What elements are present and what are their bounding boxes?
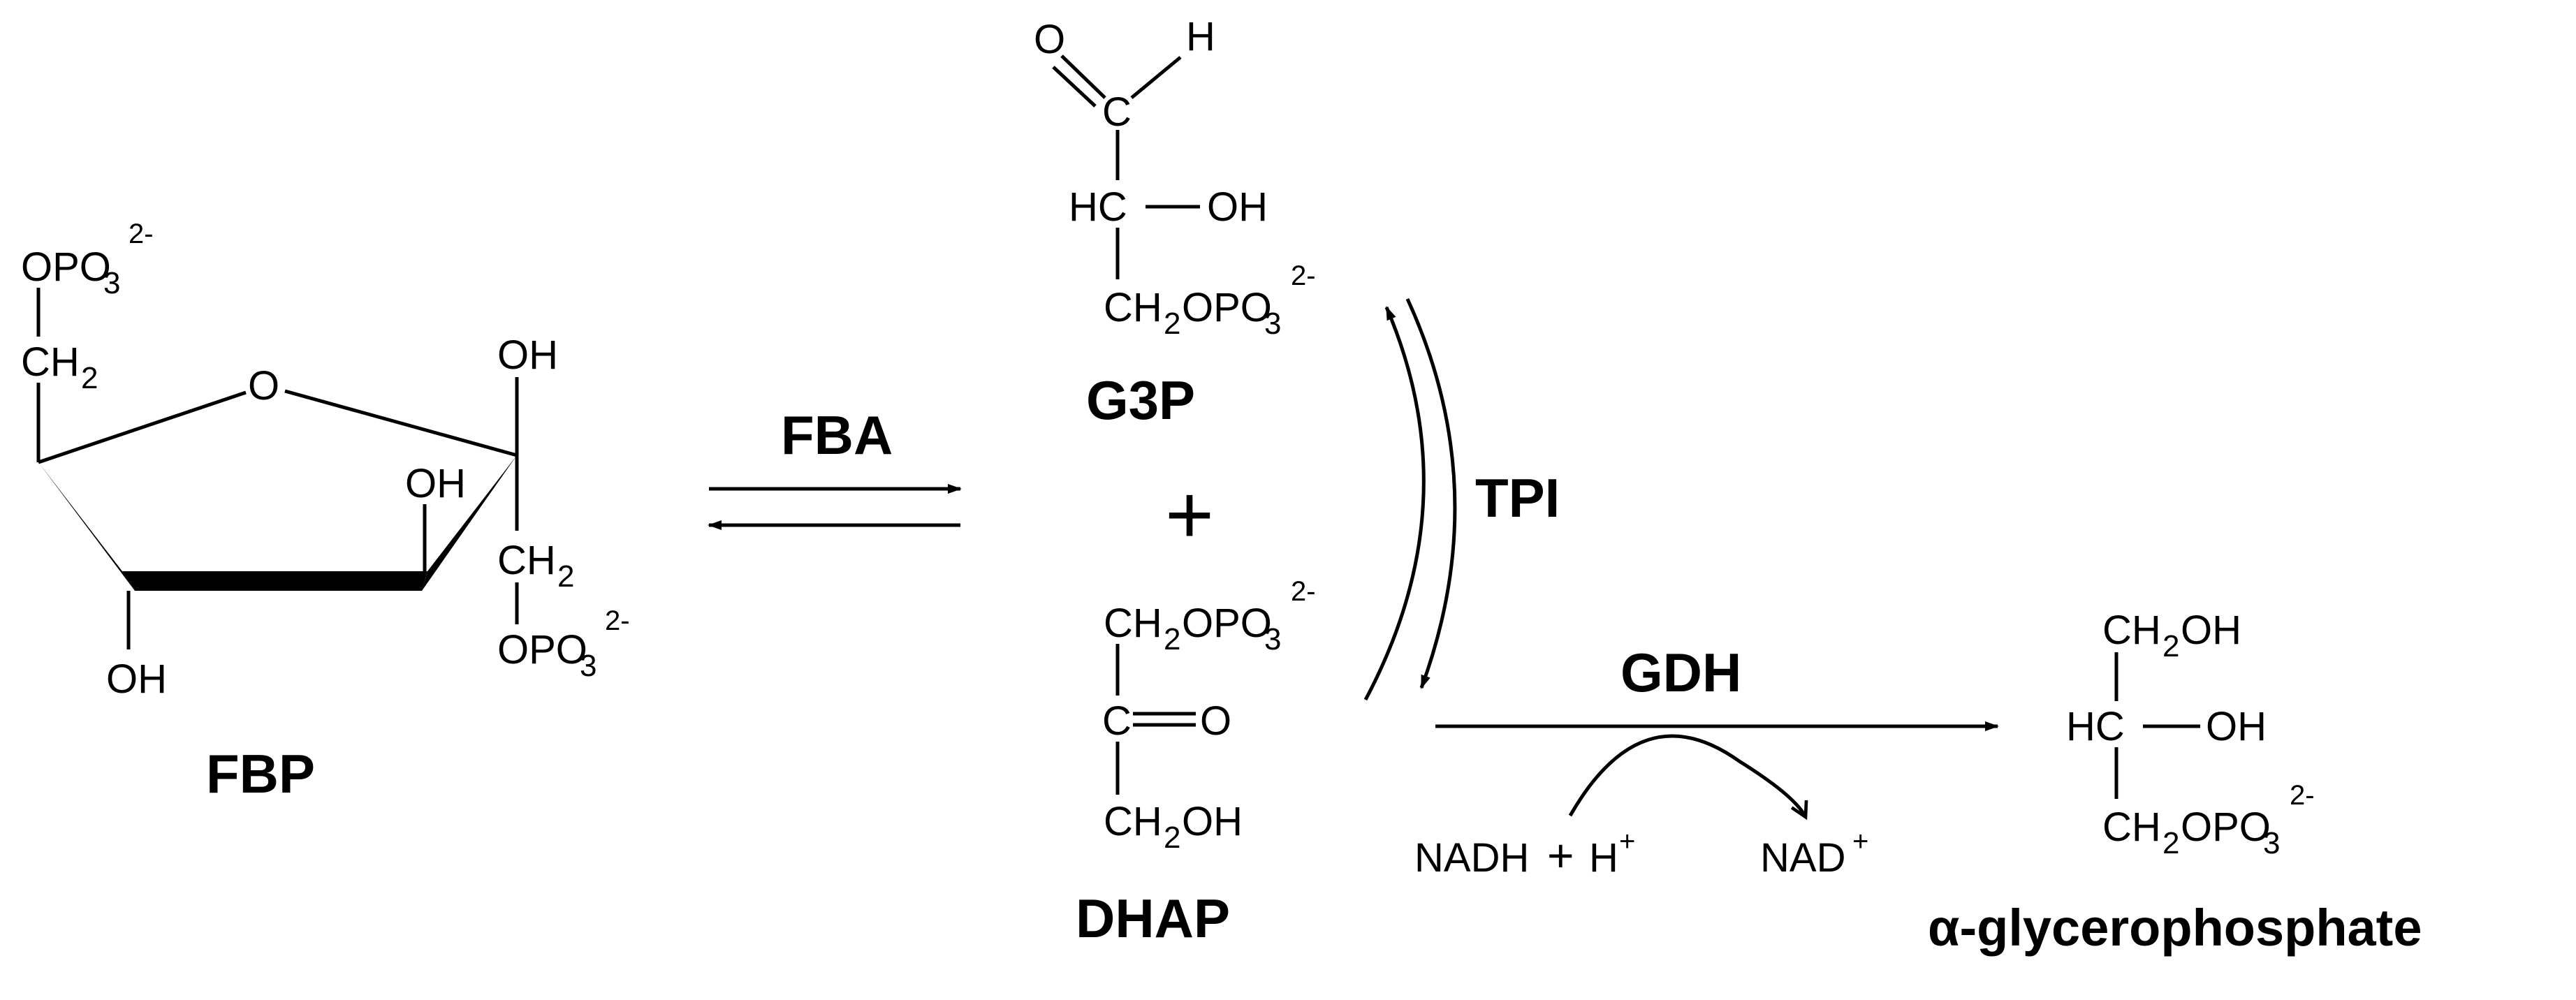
fbp-oh-top-right: OH [497,332,558,378]
gp-ch2oh-top-sub: 2 [2162,629,2179,663]
fbp-top-phosphate-sub: 3 [103,266,120,300]
fbp-oh-bottom: OH [106,656,167,702]
gdh-cofactor-curve-arrow [1568,734,1806,817]
dhap-charge: 2- [1291,576,1316,607]
gdh-proton: H [1589,835,1618,881]
dhap-opo: OPO [1182,601,1272,646]
fbp-bottom-phosphate-charge: 2- [605,605,630,636]
fbp-ring-bond-c4-o [38,390,247,464]
dhap-ch2oh-sub: 2 [1164,821,1180,855]
glycerophosphate-molecule: CH 2 OH HC OH CH 2 OPO 3 2- α-glyceropho… [1928,608,2422,957]
fbp-top-phosphate: OPO [21,244,111,290]
dhap-ch2: CH [1104,601,1162,646]
fbp-ch2-right: CH [497,538,556,583]
fbp-molecule: OPO 3 2- CH 2 O OH OH OH CH 2 OPO 3 2- F… [21,219,630,804]
fbp-wedge-right [422,455,517,591]
gp-ch2-sub: 2 [2162,826,2179,860]
dhap-opo-sub: 3 [1264,622,1281,656]
dhap-molecule: CH 2 OPO 3 2- C O CH 2 OH DHAP [1076,576,1316,949]
g3p-opo: OPO [1182,285,1272,330]
gp-charge: 2- [2290,780,2315,811]
g3p-ch2: CH [1104,285,1162,330]
gp-name: α-glycerophosphate [1928,899,2422,957]
tpi-arrow-down [1405,297,1457,689]
dhap-ch2oh-end: OH [1182,799,1243,844]
fbp-bottom-phosphate: OPO [497,627,587,672]
plus-sign: + [1165,468,1214,561]
g3p-hc: HC [1069,184,1127,230]
g3p-double-bond-2 [1052,66,1097,108]
dhap-ch2oh: CH [1104,799,1162,844]
g3p-charge: 2- [1291,260,1316,291]
gdh-nad: NAD [1760,835,1845,881]
gp-ch2oh-top: CH [2102,608,2161,653]
fbp-bold-bottom-bond [122,571,427,591]
fba-reaction: FBA [708,404,962,530]
fbp-oh-ring: OH [405,461,466,506]
g3p-ch2-sub: 2 [1164,307,1180,341]
g3p-bond-c-h [1130,56,1182,99]
dhap-name: DHAP [1076,888,1230,949]
g3p-aldehyde-h: H [1186,14,1215,59]
gdh-label: GDH [1620,642,1741,703]
dhap-ch2-sub: 2 [1164,622,1180,656]
g3p-aldehyde-c: C [1102,89,1132,135]
gp-opo-sub: 3 [2263,826,2280,860]
gp-hc: HC [2066,704,2125,749]
g3p-double-bond-1 [1060,54,1106,99]
fbp-ring-bond-o-c1 [284,389,518,457]
dhap-keto-o: O [1200,698,1231,744]
gdh-plus: + [1547,830,1574,881]
gdh-proton-charge: + [1619,826,1635,857]
fbp-bottom-phosphate-sub: 3 [580,649,597,683]
fba-label: FBA [781,404,893,466]
fbp-ch2-left-sub: 2 [81,361,98,395]
fbp-ch2-right-sub: 2 [557,559,574,594]
g3p-oh: OH [1207,184,1268,230]
g3p-opo-sub: 3 [1264,307,1281,341]
gp-ch2oh-top-end: OH [2181,608,2241,653]
fbp-ch2-left: CH [21,339,80,385]
gdh-reaction: GDH NADH + H + NAD + [1414,642,1999,881]
fbp-name: FBP [206,743,315,804]
tpi-arrow-up [1363,306,1426,701]
fbp-wedge-left [38,462,135,591]
tpi-label: TPI [1475,467,1560,529]
dhap-keto-c: C [1102,698,1132,744]
gdh-nad-charge: + [1852,826,1868,857]
g3p-aldehyde-o: O [1034,17,1065,62]
gp-oh: OH [2206,704,2267,749]
gdh-nadh: NADH [1414,835,1529,881]
tpi-reaction: TPI [1363,297,1560,701]
gp-opo: OPO [2181,804,2271,850]
fbp-top-phosphate-charge: 2- [129,219,154,249]
g3p-name: G3P [1086,369,1195,431]
gp-ch2: CH [2102,804,2161,850]
g3p-molecule: O H C HC OH CH 2 OPO 3 2- G3P [1034,14,1316,431]
fbp-ring-oxygen: O [248,363,279,409]
